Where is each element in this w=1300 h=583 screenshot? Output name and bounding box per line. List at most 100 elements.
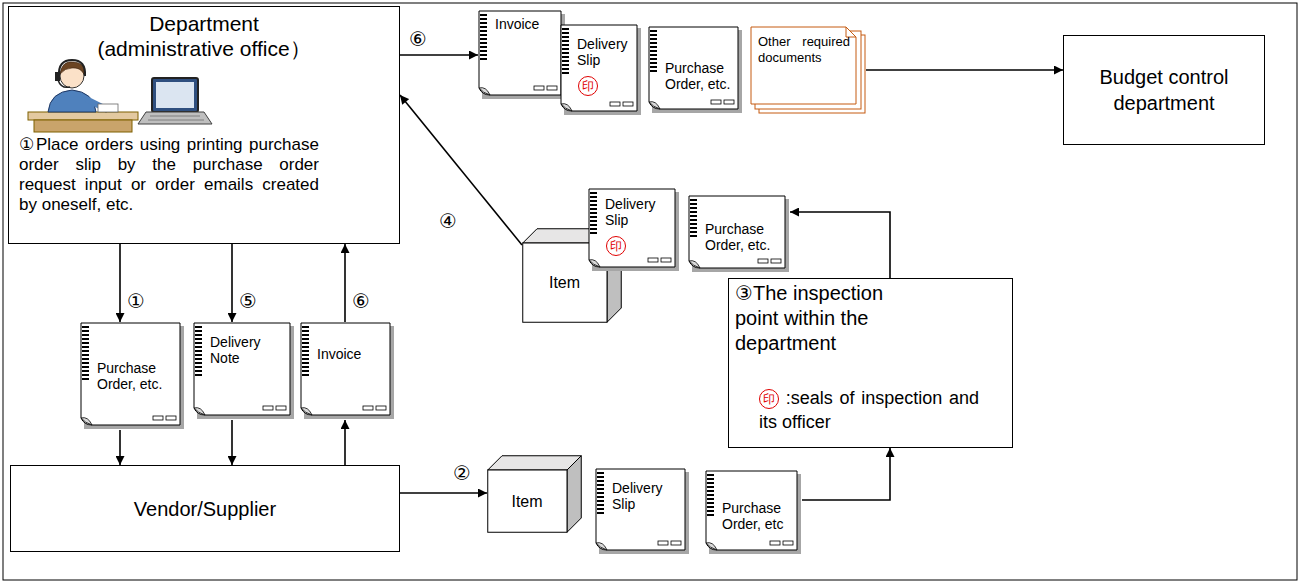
document-page bbox=[81, 323, 180, 425]
headset-earpiece bbox=[55, 72, 60, 81]
document-ticks bbox=[82, 338, 89, 340]
document-curl bbox=[561, 104, 572, 111]
callout-number: ⑤ bbox=[238, 290, 258, 312]
box-top bbox=[488, 456, 582, 470]
document-ticks bbox=[562, 56, 569, 58]
document-mark bbox=[376, 406, 386, 410]
box-content: Budget control department bbox=[1074, 64, 1254, 116]
document-ticks bbox=[480, 30, 487, 32]
callout-number: ② bbox=[452, 462, 472, 484]
flow-arrow bbox=[400, 492, 487, 494]
document-ticks bbox=[590, 216, 597, 218]
document-ticks bbox=[302, 330, 309, 332]
document-ticks bbox=[195, 334, 202, 336]
document-ticks bbox=[597, 492, 604, 494]
document-ticks bbox=[562, 28, 569, 30]
laptop-base bbox=[138, 112, 212, 124]
document-mark bbox=[153, 416, 163, 420]
document-ticks bbox=[195, 366, 202, 368]
document-ticks bbox=[480, 50, 487, 52]
document-curl bbox=[589, 260, 600, 267]
document-title: Invoice bbox=[317, 346, 389, 362]
document-ticks bbox=[690, 227, 697, 229]
document-curl bbox=[81, 418, 92, 425]
box-label: Budget control department bbox=[1074, 64, 1254, 116]
document-mark bbox=[711, 100, 721, 104]
document-page bbox=[479, 11, 561, 95]
document-ticks bbox=[690, 203, 697, 205]
document-ticks bbox=[707, 490, 714, 492]
document-title: Purchase Order, etc bbox=[722, 500, 796, 532]
document-ticks bbox=[195, 358, 202, 360]
flow-arrow bbox=[344, 244, 346, 322]
document-ticks bbox=[302, 342, 309, 344]
document-mark bbox=[758, 259, 768, 263]
flow-arrow bbox=[344, 420, 346, 465]
document-ticks bbox=[650, 50, 657, 52]
document-title: Delivery Note bbox=[210, 334, 289, 366]
document-ticks bbox=[480, 34, 487, 36]
document-page bbox=[649, 27, 738, 109]
document-ticks bbox=[650, 46, 657, 48]
document-icon: Invoice bbox=[300, 322, 395, 420]
document-ticks bbox=[597, 508, 604, 510]
document-ticks bbox=[302, 366, 309, 368]
flow-arrow bbox=[866, 69, 1063, 71]
document-ticks bbox=[650, 54, 657, 56]
desk-papers bbox=[98, 104, 118, 112]
document-mark bbox=[658, 541, 668, 545]
document-icon: Invoice bbox=[478, 10, 566, 100]
laptop-keys bbox=[148, 116, 204, 120]
document-ticks bbox=[690, 231, 697, 233]
document-page bbox=[589, 189, 675, 267]
document-ticks bbox=[302, 338, 309, 340]
document-ticks bbox=[562, 48, 569, 50]
document-ticks bbox=[590, 224, 597, 226]
document-title: Invoice bbox=[495, 16, 560, 32]
document-icon: Delivery Slip印 bbox=[560, 24, 642, 116]
process-box: Vendor/Supplier bbox=[10, 465, 400, 552]
document-ticks bbox=[195, 374, 202, 376]
callout-number: ① bbox=[126, 290, 146, 312]
document-ticks bbox=[690, 211, 697, 213]
document-ticks bbox=[597, 484, 604, 486]
document-ticks bbox=[590, 196, 597, 198]
document-page bbox=[301, 323, 390, 415]
document-ticks bbox=[707, 514, 714, 516]
flow-arrow bbox=[400, 54, 478, 56]
document-ticks bbox=[82, 358, 89, 360]
document-ticks bbox=[195, 354, 202, 356]
headset-mic bbox=[58, 80, 70, 87]
document-ticks bbox=[82, 366, 89, 368]
callout-number: ④ bbox=[438, 210, 458, 232]
document-icon: Purchase Order, etc. bbox=[80, 322, 185, 430]
document-ticks bbox=[597, 500, 604, 502]
document-ticks bbox=[82, 346, 89, 348]
document-ticks bbox=[195, 346, 202, 348]
inspection-seal: 印 bbox=[578, 76, 598, 96]
flow-arrow bbox=[119, 244, 121, 322]
document-mark bbox=[547, 86, 557, 90]
document-ticks bbox=[82, 362, 89, 364]
document-ticks bbox=[195, 326, 202, 328]
front-page bbox=[751, 27, 856, 104]
document-ticks bbox=[590, 208, 597, 210]
document-ticks bbox=[480, 14, 487, 16]
document-mark bbox=[534, 86, 544, 90]
seal-note: 印 :seals of inspection and its officer bbox=[759, 386, 979, 434]
inspection-box: ③The inspection point within the departm… bbox=[728, 278, 1013, 448]
box-side bbox=[567, 456, 581, 533]
desk-front bbox=[34, 120, 132, 132]
document-ticks bbox=[650, 30, 657, 32]
document-ticks bbox=[650, 62, 657, 64]
document-ticks bbox=[82, 334, 89, 336]
document-ticks bbox=[195, 370, 202, 372]
document-ticks bbox=[480, 18, 487, 20]
document-ticks bbox=[302, 358, 309, 360]
document-title: Delivery Slip bbox=[605, 196, 674, 228]
document-ticks bbox=[707, 510, 714, 512]
document-curl bbox=[596, 543, 607, 550]
document-curl bbox=[706, 543, 717, 550]
document-ticks bbox=[597, 496, 604, 498]
